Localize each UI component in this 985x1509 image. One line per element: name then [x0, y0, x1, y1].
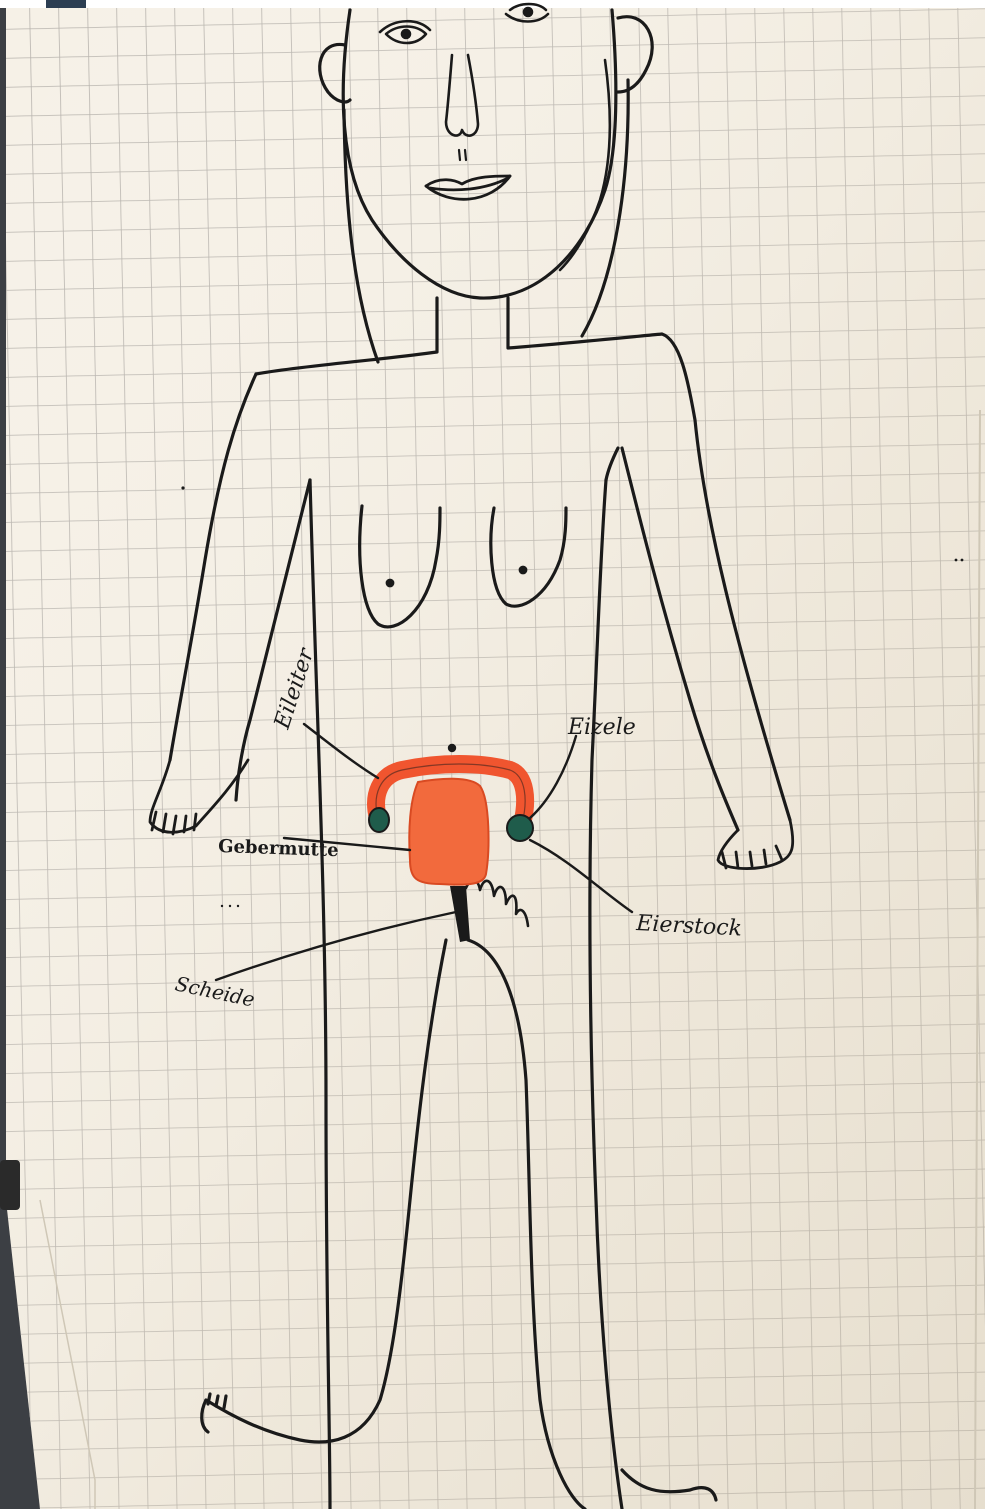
- binder-clip: [0, 1160, 20, 1210]
- label-eizelle: Eizele: [567, 715, 636, 740]
- ovary-right: [507, 815, 533, 841]
- ovary-left: [369, 808, 389, 832]
- navel: [449, 745, 454, 750]
- top-corner-marker: [46, 0, 86, 8]
- top-strip: [0, 0, 985, 8]
- label-gebaermutter: Gebermutte: [218, 836, 339, 861]
- uterus: [409, 779, 488, 885]
